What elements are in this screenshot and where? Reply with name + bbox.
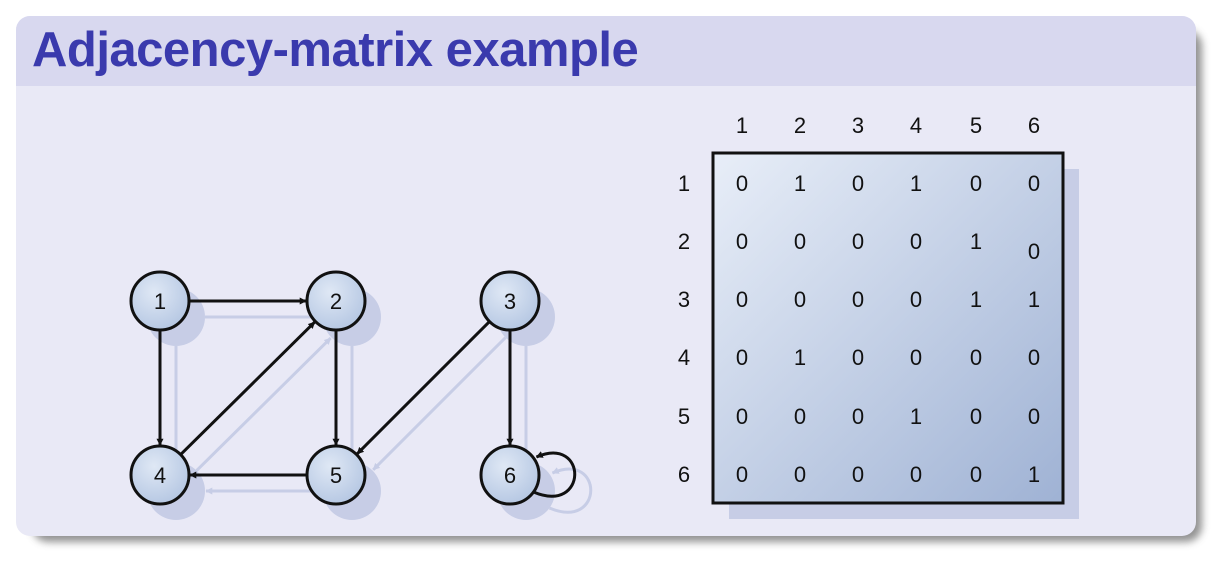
graph-node-2: 2: [305, 270, 367, 332]
matrix-cell: 0: [910, 287, 922, 312]
graph-nodes: 1 2 3 4 5 6: [129, 270, 541, 506]
matrix-cell: 0: [970, 404, 982, 429]
graph-node-1: 1: [129, 270, 191, 332]
matrix-cell: 0: [736, 287, 748, 312]
graph-edges: [156, 297, 577, 498]
matrix-row-header: 1: [678, 171, 690, 196]
matrix-row-header: 3: [678, 287, 690, 312]
title-bar: Adjacency-matrix example: [16, 16, 1196, 86]
matrix-col-header: 2: [794, 113, 806, 138]
matrix-cell: 0: [794, 229, 806, 254]
graph-node-6: 6: [479, 444, 541, 506]
matrix-cell: 0: [1028, 171, 1040, 196]
edge-3-to-5: [356, 320, 491, 455]
matrix-cell: 0: [910, 462, 922, 487]
matrix-cell: 0: [970, 171, 982, 196]
matrix-cell: 0: [736, 345, 748, 370]
matrix-cell: 0: [852, 345, 864, 370]
node-label: 6: [504, 463, 516, 488]
node-label: 2: [330, 289, 342, 314]
matrix-cell: 1: [1028, 287, 1040, 312]
node-circle: [305, 270, 367, 332]
matrix-cell: 0: [794, 404, 806, 429]
node-label: 5: [330, 463, 342, 488]
diagram-canvas: 1 2 3 4 5 6 1 2 3 4 5 6 1 2 3 4 5 6 0 1 0 1 0 0 0 0 0 0 1 0 0 0 0 0 1 1 0 1 0…: [129, 113, 1079, 520]
matrix-cell: 0: [910, 229, 922, 254]
slide: Adjacency-matrix example 1 2 3 4 5 6 1 2 3 4 5 6 1 2…: [16, 16, 1196, 536]
matrix-cell: 1: [970, 287, 982, 312]
node-circle: [129, 444, 191, 506]
matrix-cell: 1: [794, 171, 806, 196]
matrix-col-header: 5: [970, 113, 982, 138]
matrix-cell: 0: [1028, 239, 1040, 264]
matrix-cell: 1: [794, 345, 806, 370]
matrix-cell: 0: [736, 404, 748, 429]
edge-6-to-6: [532, 451, 577, 498]
node-circle: [479, 270, 541, 332]
matrix-cell: 1: [970, 229, 982, 254]
graph-node-3: 3: [479, 270, 541, 332]
matrix-cell: 1: [1028, 462, 1040, 487]
edge-6-to-6-shadow: [548, 467, 593, 514]
matrix-cell: 0: [852, 171, 864, 196]
adjacency-matrix: 1 2 3 4 5 6 1 2 3 4 5 6 0 1 0 1 0 0 0 0 0 0 1 0 0 0 0 0 1 1 0 1 0 0 0 0 0 0 0 1…: [678, 113, 1079, 519]
matrix-col-header: 4: [910, 113, 922, 138]
edge-3-to-5-shadow: [372, 336, 507, 471]
matrix-cell: 0: [852, 462, 864, 487]
matrix-row-header: 2: [678, 229, 690, 254]
edge-4-to-2-shadow: [195, 337, 332, 472]
node-label: 4: [154, 463, 166, 488]
matrix-row-header: 4: [678, 345, 690, 370]
matrix-cell: 0: [852, 287, 864, 312]
matrix-row-header: 6: [678, 462, 690, 487]
matrix-cell: 0: [852, 229, 864, 254]
matrix-row-header: 5: [678, 404, 690, 429]
matrix-col-header: 3: [852, 113, 864, 138]
matrix-cell: 1: [910, 404, 922, 429]
matrix-frame: [711, 151, 1065, 505]
node-circle: [129, 270, 191, 332]
matrix-cell: 0: [736, 171, 748, 196]
graph: 1 2 3 4 5 6: [129, 270, 593, 520]
node-circle: [479, 444, 541, 506]
node-circle: [305, 444, 367, 506]
matrix-cell: 0: [1028, 404, 1040, 429]
slide-title: Adjacency-matrix example: [32, 23, 639, 77]
edge-4-to-2: [179, 321, 316, 456]
matrix-col-header: 1: [736, 113, 748, 138]
graph-node-4: 4: [129, 444, 191, 506]
matrix-cell: 0: [910, 345, 922, 370]
matrix-cell: 0: [970, 345, 982, 370]
matrix-cell: 0: [794, 287, 806, 312]
node-label: 1: [154, 289, 166, 314]
matrix-cell: 0: [736, 462, 748, 487]
matrix-cell: 0: [970, 462, 982, 487]
matrix-cell: 0: [852, 404, 864, 429]
node-label: 3: [504, 289, 516, 314]
matrix-cell: 1: [910, 171, 922, 196]
matrix-cell: 0: [794, 462, 806, 487]
matrix-cell: 0: [1028, 345, 1040, 370]
graph-node-5: 5: [305, 444, 367, 506]
matrix-cell: 0: [736, 229, 748, 254]
matrix-col-header: 6: [1028, 113, 1040, 138]
